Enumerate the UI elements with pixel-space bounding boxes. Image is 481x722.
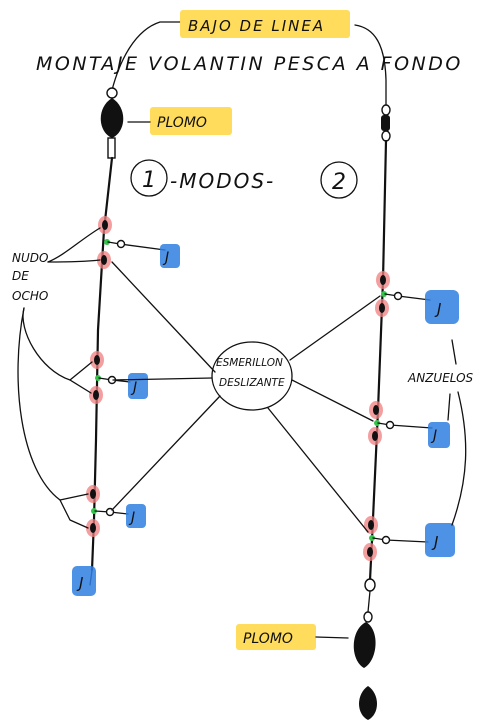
sinker-icon — [353, 622, 376, 668]
top-sinker-mode-1 — [100, 87, 124, 159]
bottom-sinker-mode-2 — [353, 578, 376, 668]
anzuelos-pointers — [447, 339, 467, 526]
swivel-green-dot — [91, 508, 97, 514]
esmerillon-bubble — [211, 341, 293, 411]
knot-pair-3-mode-1 — [86, 485, 100, 537]
hook-highlight — [428, 422, 450, 448]
hook-highlight — [72, 566, 96, 596]
main-line-mode-2 — [368, 139, 388, 582]
hook-highlight — [128, 373, 148, 399]
dropper-1-mode-1: J — [107, 239, 180, 268]
hook-highlight — [425, 523, 455, 557]
knot-pair-2-mode-2 — [368, 401, 383, 445]
knot-pair-1-mode-1 — [97, 216, 112, 269]
anzuelos-label: ANZUELOS — [407, 371, 474, 385]
dropper-1-mode-2: J — [384, 290, 459, 324]
swivel-green-dot — [381, 291, 387, 297]
esmerillon-line-2: DESLIZANTE — [219, 377, 285, 389]
plomo-bottom-label: PLOMO — [243, 631, 293, 647]
dropper-3-mode-1: J — [94, 504, 146, 528]
knot-pair-2-mode-1 — [89, 351, 104, 404]
nudo-label-line-3: OCHO — [12, 289, 48, 303]
hook-icon: J — [128, 510, 135, 526]
hook-icon: J — [162, 250, 169, 266]
page-title: MONTAJE VOLANTIN PESCA A FONDO — [36, 53, 463, 75]
bottom-hook-mode-1: J — [72, 566, 96, 596]
hook-highlight — [160, 244, 180, 268]
sinker-icon — [100, 98, 124, 138]
modes-label: -MODOS- — [170, 169, 275, 193]
modes-heading: 1 -MODOS- 2 — [130, 159, 358, 199]
sinker-icon — [359, 686, 377, 720]
dropper-2-mode-1: J — [98, 373, 148, 399]
swivel-green-dot — [369, 535, 375, 541]
top-swivel-mode-2 — [381, 104, 391, 142]
bajo-de-linea-highlight — [180, 10, 350, 38]
leader-line — [111, 21, 387, 113]
hook-highlight — [126, 504, 146, 528]
plomo-top-label: PLOMO — [157, 115, 207, 131]
nudo-label-line-2: DE — [12, 269, 29, 283]
knot-pair-3-mode-2 — [363, 516, 378, 561]
hook-icon: J — [431, 533, 438, 551]
esmerillon-line-1: ESMERILLON — [216, 357, 283, 369]
hook-icon: J — [130, 380, 137, 396]
nudo-pointers — [17, 227, 101, 529]
swivel-green-dot — [374, 420, 380, 426]
esmerillon-pointers — [111, 261, 381, 533]
swivel-green-dot — [95, 375, 101, 381]
plomo-bottom-highlight — [236, 624, 316, 650]
knot-pair-1-mode-2 — [375, 271, 390, 317]
hook-icon: J — [430, 428, 437, 444]
mode-1-number: 1 — [142, 168, 156, 193]
mode-2-number: 2 — [332, 170, 346, 195]
dropper-3-mode-2: J — [372, 523, 455, 557]
hook-highlight — [425, 290, 459, 324]
nudo-label-line-1: NUDO — [12, 251, 48, 265]
plomo-top-highlight — [150, 107, 232, 135]
hook-icon: J — [434, 300, 441, 318]
dropper-2-mode-2: J — [377, 420, 450, 448]
bajo-de-linea-label: BAJO DE LINEA — [188, 17, 325, 35]
hook-icon: J — [76, 574, 83, 592]
swivel-green-dot — [104, 239, 110, 245]
